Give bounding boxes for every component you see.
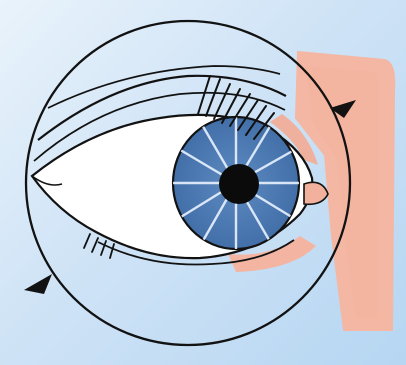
triangle-arrowhead-icon xyxy=(24,274,52,294)
pupil xyxy=(219,164,259,204)
tear-duct xyxy=(304,182,328,204)
